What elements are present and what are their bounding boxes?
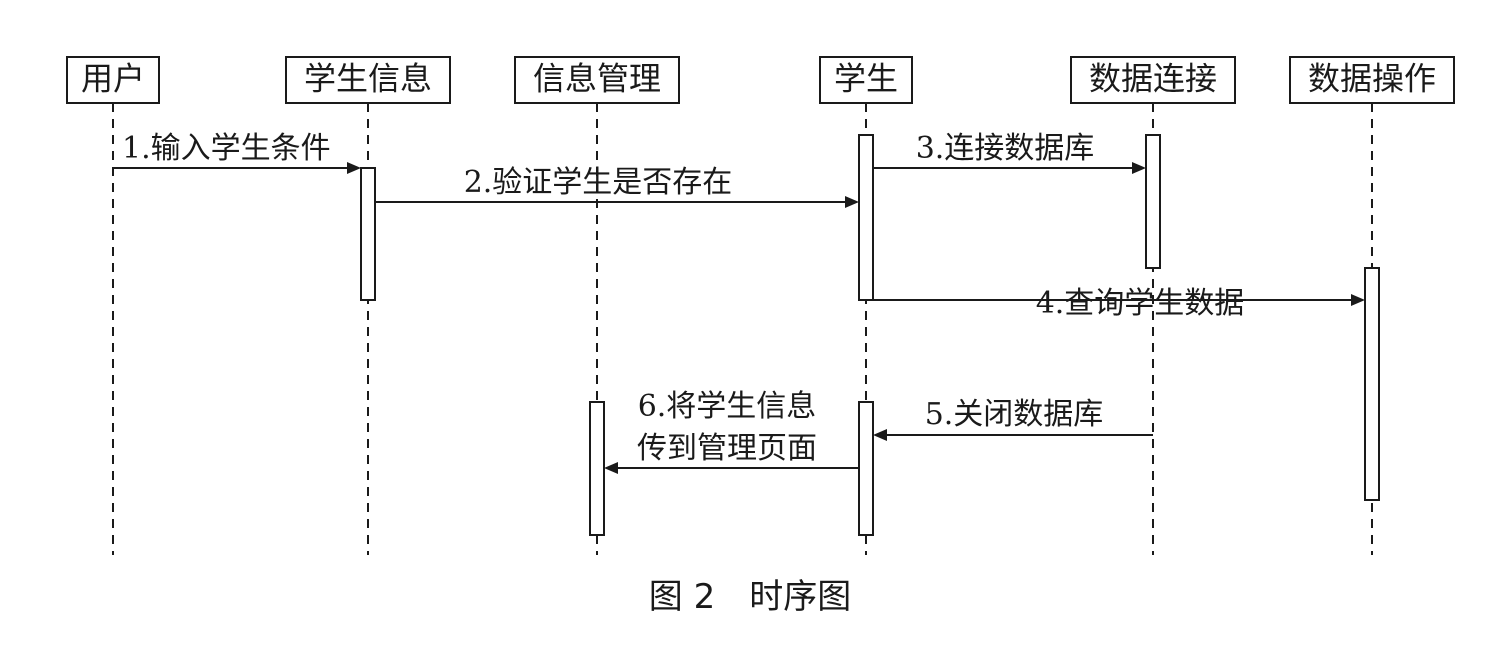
arrowhead-icon <box>1132 162 1146 174</box>
arrowhead-icon <box>347 162 361 174</box>
message-label: 2.验证学生是否存在 <box>464 165 733 200</box>
activation-bar-info_mgmt <box>589 401 605 536</box>
participant-label-student: 学生 <box>834 60 898 98</box>
message-4: 4.查询学生数据 <box>873 286 1365 321</box>
participant-box-student_info <box>285 56 451 104</box>
participant-box-user <box>66 56 160 104</box>
arrowhead-icon <box>604 462 618 474</box>
message-label: 3.连接数据库 <box>916 131 1095 166</box>
activation-bar-student_info <box>360 167 376 301</box>
figure-caption: 图 2 时序图 <box>649 577 851 617</box>
arrowhead-icon <box>845 196 859 208</box>
participant-box-db_conn <box>1070 56 1236 104</box>
participant-label-student_info: 学生信息 <box>304 60 432 98</box>
participant-box-student <box>819 56 913 104</box>
participant-label-info_mgmt: 信息管理 <box>533 60 661 98</box>
participant-label-user: 用户 <box>81 60 145 98</box>
activation-bar-student <box>858 134 874 301</box>
message-3: 3.连接数据库 <box>873 131 1146 174</box>
message-label: 传到管理页面 <box>637 431 817 466</box>
activation-bar-db_conn <box>1145 134 1161 269</box>
participant-label-db_conn: 数据连接 <box>1089 60 1217 98</box>
arrowhead-icon <box>1351 294 1365 306</box>
message-1: 1.输入学生条件 <box>113 131 361 174</box>
message-label: 4.查询学生数据 <box>1036 286 1245 321</box>
activation-bar-db_op <box>1364 267 1380 501</box>
activation-bar-student <box>858 401 874 536</box>
participant-box-info_mgmt <box>514 56 680 104</box>
message-label: 5.关闭数据库 <box>925 397 1104 432</box>
message-2: 2.验证学生是否存在 <box>375 165 859 208</box>
message-label: 6.将学生信息 <box>638 389 817 424</box>
message-5: 5.关闭数据库 <box>873 397 1153 441</box>
participant-label-db_op: 数据操作 <box>1308 60 1436 98</box>
participant-box-db_op <box>1289 56 1455 104</box>
message-label: 1.输入学生条件 <box>122 131 331 166</box>
arrowhead-icon <box>873 429 887 441</box>
